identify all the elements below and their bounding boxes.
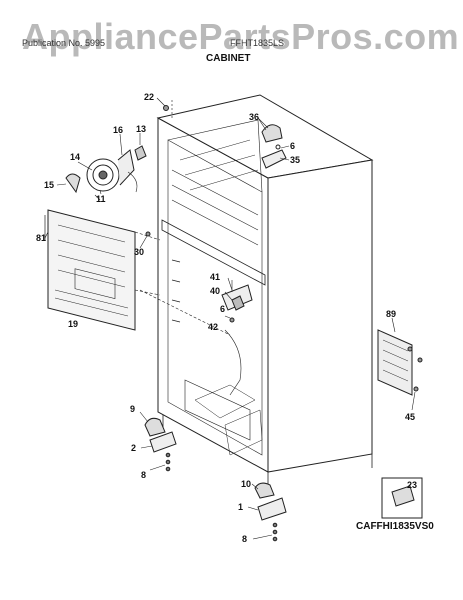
model-number: FFHT1835LS (230, 38, 285, 48)
callout-16: 16 (113, 125, 123, 135)
callout-30: 30 (134, 247, 144, 257)
callout-19: 19 (68, 319, 78, 329)
callout-14: 14 (70, 152, 80, 162)
publication-number: Publication No. 5995 (22, 38, 106, 48)
inset-box-part-23 (381, 477, 423, 519)
callout-15: 15 (44, 180, 54, 190)
callout-23: 23 (407, 480, 417, 490)
callout-41: 41 (210, 272, 220, 282)
callout-45: 45 (405, 412, 415, 422)
callout-36: 36 (249, 112, 259, 122)
rear-cover-part-89 (377, 329, 423, 396)
callout-22: 22 (144, 92, 154, 102)
callout-8-right: 8 (242, 534, 247, 544)
callout-6-top: 6 (290, 141, 295, 151)
callout-81: 81 (36, 233, 46, 243)
callout-2: 2 (131, 443, 136, 453)
diagram-code: CAFFHI1835VS0 (356, 521, 434, 532)
top-hinge-assembly (257, 117, 287, 169)
callout-9: 9 (130, 404, 135, 414)
callout-11: 11 (96, 194, 106, 204)
section-title: CABINET (206, 53, 251, 64)
callout-leader-lines (44, 97, 416, 540)
callout-35: 35 (290, 155, 300, 165)
callout-10: 10 (241, 479, 251, 489)
callout-1: 1 (238, 502, 243, 512)
callout-40: 40 (210, 286, 220, 296)
refrigerator-cabinet (139, 94, 374, 488)
fan-motor-assembly (65, 145, 147, 201)
callout-89: 89 (386, 309, 396, 319)
screw-part-22 (163, 105, 169, 111)
watermark-text: AppliancePartsPros.com (22, 16, 460, 57)
callout-42: 42 (208, 322, 218, 332)
screw-part-30 (145, 231, 151, 237)
callout-8-left: 8 (141, 470, 146, 480)
control-bracket-assembly (221, 280, 253, 323)
bottom-hinge-right (254, 482, 287, 542)
callout-labels: 22 36 6 35 16 13 14 15 11 81 30 41 40 6 … (36, 92, 417, 544)
callout-6-mid: 6 (220, 304, 225, 314)
evaporator-cover (44, 209, 161, 331)
bottom-hinge-left (144, 417, 177, 472)
callout-13: 13 (136, 124, 146, 134)
